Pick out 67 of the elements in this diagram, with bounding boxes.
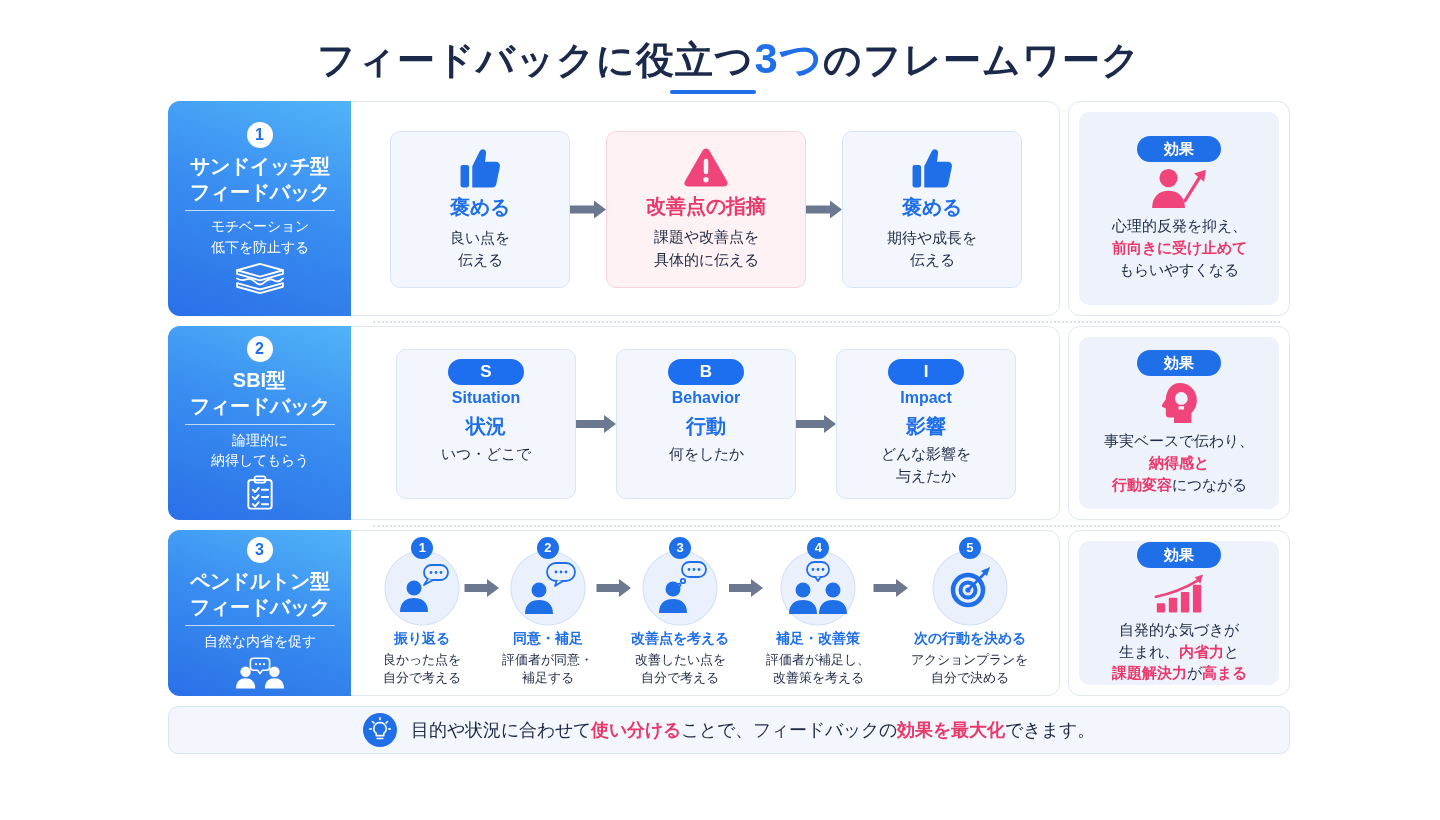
effect-text: 事実ベースで伝わり、納得感と行動変容につながる: [1103, 431, 1255, 495]
step-title: 振り返る: [394, 629, 451, 648]
english-term: Behavior: [671, 388, 741, 408]
effect-tag: 効果: [1137, 541, 1221, 568]
arrow: [576, 415, 616, 433]
lane-title: サンドイッチ型フィードバック: [188, 154, 331, 206]
effect-text: 自発的な気づきが生まれ、内省力と課題解決力が高まる: [1110, 619, 1248, 684]
effect-card: [1079, 112, 1279, 305]
lane-title: SBI型フィードバック: [188, 367, 331, 419]
lane-number-badge: 3: [246, 537, 273, 564]
arrow: [796, 415, 836, 433]
title: フィードバックに役立つ3つのフレームワーク: [317, 34, 1141, 84]
lane-subtitle: 自然な内省を促す: [203, 632, 316, 652]
effect-tag: 効果: [1137, 350, 1221, 377]
lane-panel: [168, 530, 1060, 696]
step-description: 期待や成長を伝える: [886, 227, 978, 270]
step-card: [390, 131, 570, 288]
step-number-badge: 2: [536, 537, 559, 559]
step-description: 改善したい点を自分で考える: [633, 650, 727, 688]
lane-panel: [168, 326, 1060, 520]
step-letter-badge: B: [668, 359, 744, 385]
step-description: 何をしたか: [668, 443, 744, 464]
step-title: 褒める: [450, 194, 510, 220]
step-title: 褒める: [902, 194, 962, 220]
step-card: [616, 349, 796, 499]
lane-title: ペンドルトン型フィードバック: [188, 569, 331, 621]
step-title: 行動: [686, 413, 726, 439]
step-letter-badge: I: [888, 359, 964, 385]
step-description: いつ・どこで: [441, 443, 531, 464]
step-description: アクションプランを自分で決める: [910, 650, 1030, 688]
step-number-badge: 5: [958, 537, 981, 559]
step-title: 影響: [906, 413, 946, 439]
step-title: 同意・補足: [512, 629, 583, 648]
lane-subtitle: 論理的に納得してもらう: [209, 430, 310, 470]
english-term: Impact: [900, 388, 952, 408]
step-title: 状況: [466, 413, 506, 439]
message-banner: [168, 706, 1290, 754]
step-card: [842, 131, 1022, 288]
lane-subtitle: モチベーション低下を防止する: [209, 217, 310, 257]
step-description: 評価者が補足し、改善策を考える: [765, 650, 872, 688]
effect-card: [1079, 337, 1279, 509]
step-letter-badge: S: [448, 359, 524, 385]
step-title: 改善点の指摘: [646, 194, 766, 219]
effect-card: [1079, 541, 1279, 685]
step-description: どんな影響を与えたか: [880, 443, 972, 487]
step-description: 良い点を伝える: [449, 227, 511, 270]
step-number-badge: 1: [411, 537, 434, 559]
step-card: [836, 349, 1016, 499]
step-description: 良かった点を自分で考える: [382, 650, 463, 688]
arrow: [570, 200, 606, 219]
step-card: [606, 131, 806, 288]
lane-panel: [168, 101, 1060, 316]
lane-number-badge: 1: [246, 122, 273, 149]
step-title: 次の行動を決める: [913, 629, 1026, 648]
step-description: 評価者が同意・補足する: [501, 650, 595, 688]
step-number-badge: 3: [669, 537, 691, 559]
english-term: Situation: [451, 388, 521, 408]
step-title: 改善点を考える: [631, 629, 729, 648]
step-description: 課題や改善点を具体的に伝える: [652, 227, 760, 270]
lane-number-badge: 2: [246, 335, 273, 362]
message-text: 目的や状況に合わせて使い分けることで、フィードバックの効果を最大化できます。: [411, 719, 1095, 742]
step-title: 補足・改善策: [776, 629, 861, 648]
effect-text: 心理的反発を抑え、前向きに受け止めてもらいやすくなる: [1110, 216, 1248, 280]
effect-tag: 効果: [1137, 136, 1221, 163]
arrow: [806, 200, 842, 219]
step-number-badge: 4: [807, 537, 830, 559]
step-card: [396, 349, 576, 499]
